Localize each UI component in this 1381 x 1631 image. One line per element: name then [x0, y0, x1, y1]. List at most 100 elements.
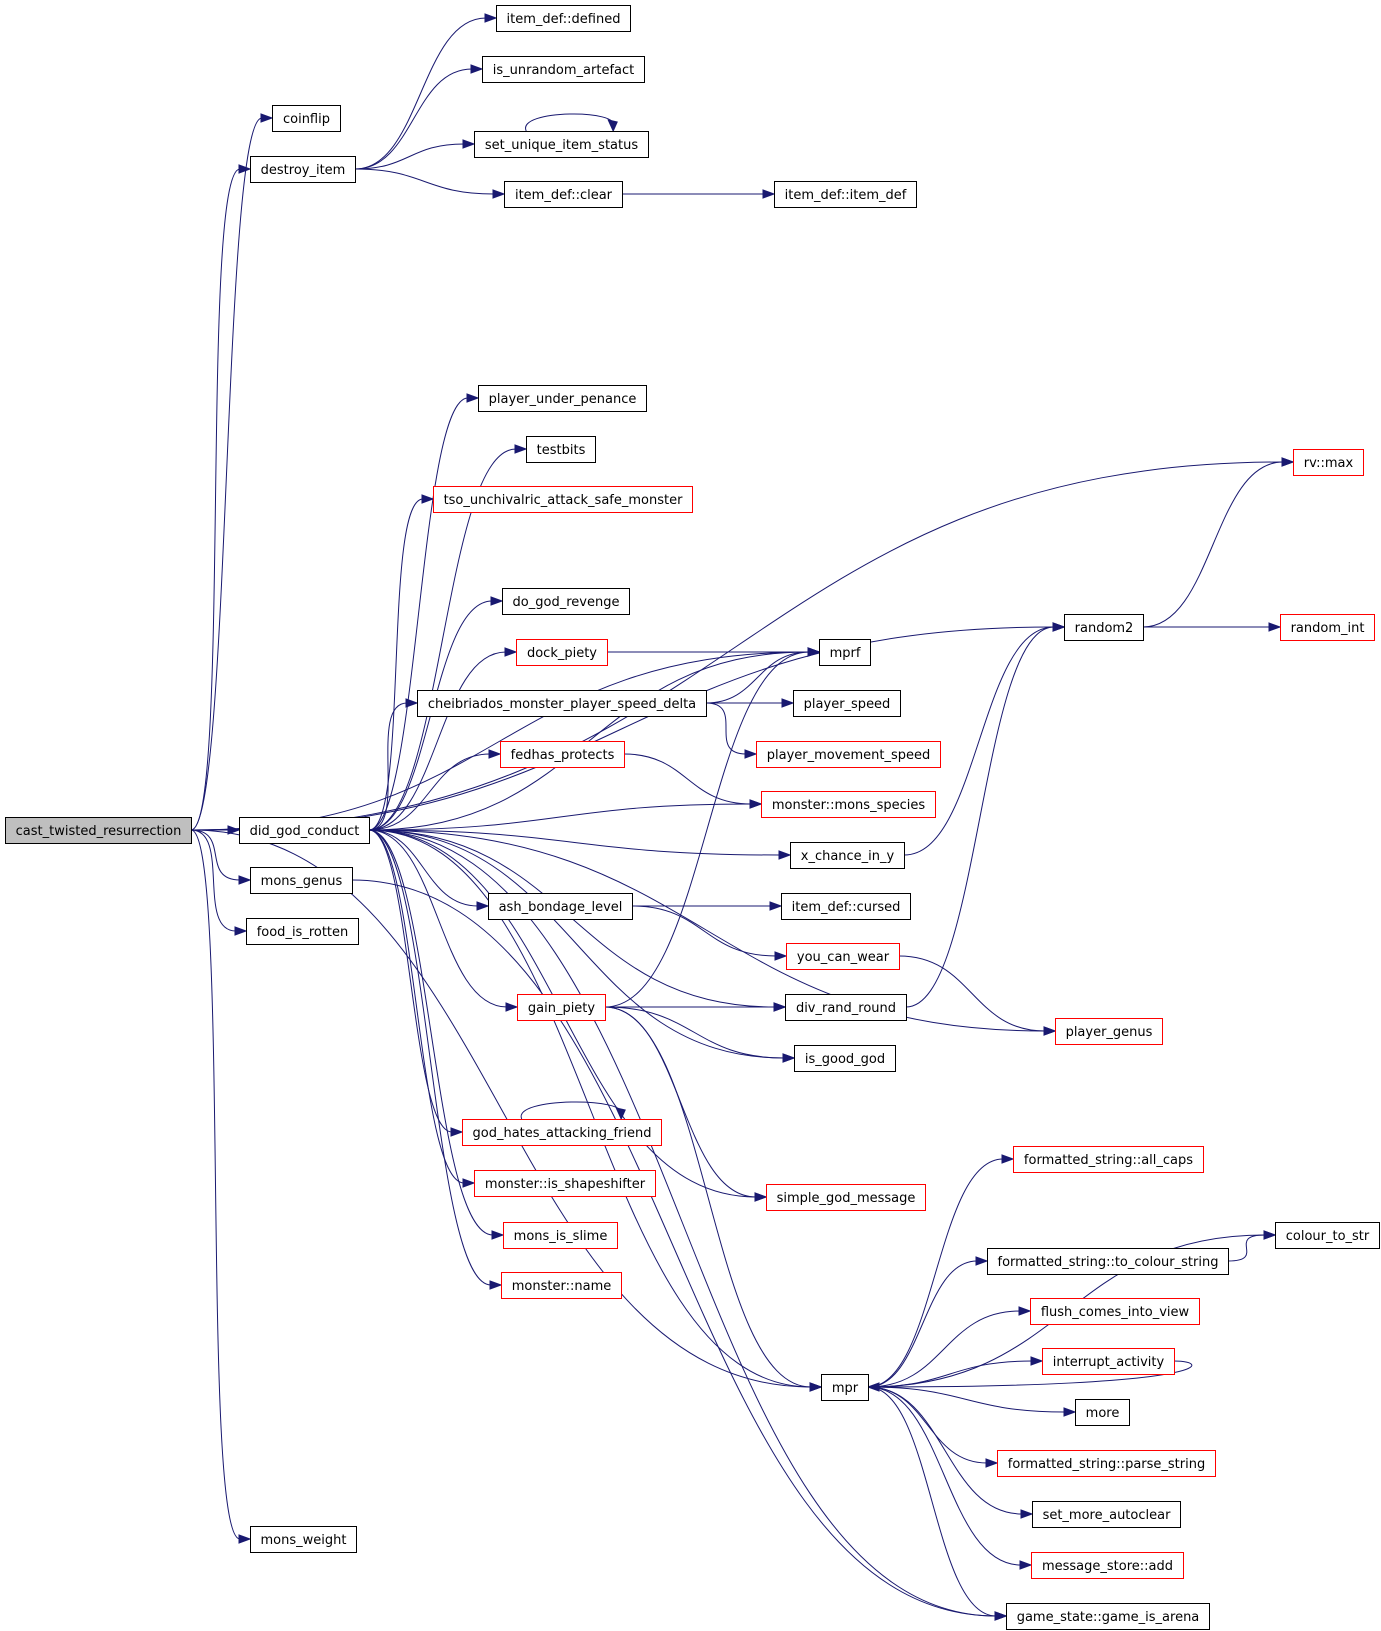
- node-item-def-clear[interactable]: item_def::clear: [504, 181, 623, 208]
- node-item-def-cursed[interactable]: item_def::cursed: [781, 893, 911, 920]
- node-colour-to-str[interactable]: colour_to_str: [1275, 1222, 1380, 1249]
- node-box[interactable]: [500, 741, 625, 768]
- node-box[interactable]: [478, 385, 647, 412]
- node-cheibriados[interactable]: cheibriados_monster_player_speed_delta: [417, 690, 707, 717]
- node-box[interactable]: [433, 486, 693, 513]
- node-tso-unchivalric[interactable]: tso_unchivalric_attack_safe_monster: [433, 486, 693, 513]
- node-fedhas-protects[interactable]: fedhas_protects: [500, 741, 625, 768]
- node-box[interactable]: [761, 791, 936, 818]
- node-box[interactable]: [504, 181, 623, 208]
- node-box[interactable]: [781, 893, 911, 920]
- node-box[interactable]: [997, 1450, 1216, 1477]
- node-cast-twisted-resurrection[interactable]: cast_twisted_resurrection: [5, 817, 192, 844]
- node-monster-name[interactable]: monster::name: [501, 1272, 622, 1299]
- node-box[interactable]: [1013, 1146, 1204, 1173]
- node-box[interactable]: [517, 994, 606, 1021]
- node-box[interactable]: [1275, 1222, 1380, 1249]
- node-box[interactable]: [526, 436, 596, 463]
- node-coinflip[interactable]: coinflip: [272, 105, 341, 132]
- node-box[interactable]: [250, 1526, 357, 1553]
- node-box[interactable]: [1075, 1399, 1130, 1426]
- node-box[interactable]: [1042, 1348, 1175, 1375]
- node-box[interactable]: [819, 639, 871, 666]
- node-game-is-arena[interactable]: game_state::game_is_arena: [1006, 1603, 1210, 1630]
- node-gain-piety[interactable]: gain_piety: [517, 994, 606, 1021]
- node-box[interactable]: [496, 5, 631, 32]
- node-box[interactable]: [1280, 614, 1375, 641]
- node-box[interactable]: [250, 867, 353, 894]
- node-box[interactable]: [474, 1170, 656, 1197]
- node-player-movement-speed[interactable]: player_movement_speed: [756, 741, 941, 768]
- node-box[interactable]: [1030, 1298, 1200, 1325]
- node-set-unique-item-status[interactable]: set_unique_item_status: [474, 131, 649, 158]
- node-mons-weight[interactable]: mons_weight: [250, 1526, 357, 1553]
- node-box[interactable]: [987, 1248, 1229, 1275]
- node-random-int[interactable]: random_int: [1280, 614, 1375, 641]
- node-player-under-penance[interactable]: player_under_penance: [478, 385, 647, 412]
- node-mpr[interactable]: mpr: [821, 1374, 869, 1401]
- node-destroy-item[interactable]: destroy_item: [250, 156, 356, 183]
- node-box[interactable]: [1032, 1501, 1181, 1528]
- node-box[interactable]: [501, 1272, 622, 1299]
- node-did-god-conduct[interactable]: did_god_conduct: [239, 817, 370, 844]
- node-div-rand-round[interactable]: div_rand_round: [785, 994, 907, 1021]
- node-random2[interactable]: random2: [1064, 614, 1144, 641]
- node-fs-all-caps[interactable]: formatted_string::all_caps: [1013, 1146, 1204, 1173]
- node-god-hates-attacking-friend[interactable]: god_hates_attacking_friend: [462, 1119, 662, 1146]
- node-box[interactable]: [417, 690, 707, 717]
- node-box[interactable]: [250, 156, 356, 183]
- node-box[interactable]: [756, 741, 941, 768]
- node-player-speed[interactable]: player_speed: [793, 690, 901, 717]
- node-box[interactable]: [502, 588, 630, 615]
- node-flush-comes-into-view[interactable]: flush_comes_into_view: [1030, 1298, 1200, 1325]
- node-box[interactable]: [766, 1184, 926, 1211]
- node-more[interactable]: more: [1075, 1399, 1130, 1426]
- node-item-def-defined[interactable]: item_def::defined: [496, 5, 631, 32]
- node-is-good-god[interactable]: is_good_god: [794, 1045, 896, 1072]
- node-box[interactable]: [5, 817, 192, 844]
- node-box[interactable]: [1031, 1552, 1184, 1579]
- node-food-is-rotten[interactable]: food_is_rotten: [246, 918, 359, 945]
- node-box[interactable]: [516, 639, 608, 666]
- node-box[interactable]: [794, 1045, 896, 1072]
- node-mprf[interactable]: mprf: [819, 639, 871, 666]
- node-fs-parse-string[interactable]: formatted_string::parse_string: [997, 1450, 1216, 1477]
- node-rv-max[interactable]: rv::max: [1293, 449, 1364, 476]
- node-is-unrandom-artefact[interactable]: is_unrandom_artefact: [482, 56, 645, 83]
- node-box[interactable]: [793, 690, 901, 717]
- node-monster-is-shapeshifter[interactable]: monster::is_shapeshifter: [474, 1170, 656, 1197]
- node-box[interactable]: [786, 943, 900, 970]
- node-testbits[interactable]: testbits: [526, 436, 596, 463]
- node-box[interactable]: [503, 1222, 618, 1249]
- node-box[interactable]: [1006, 1603, 1210, 1630]
- node-dock-piety[interactable]: dock_piety: [516, 639, 608, 666]
- node-box[interactable]: [239, 817, 370, 844]
- node-box[interactable]: [482, 56, 645, 83]
- node-box[interactable]: [790, 842, 905, 869]
- node-interrupt-activity[interactable]: interrupt_activity: [1042, 1348, 1175, 1375]
- node-x-chance-in-y[interactable]: x_chance_in_y: [790, 842, 905, 869]
- node-box[interactable]: [246, 918, 359, 945]
- node-box[interactable]: [488, 893, 633, 920]
- node-message-store-add[interactable]: message_store::add: [1031, 1552, 1184, 1579]
- node-box[interactable]: [774, 181, 917, 208]
- node-do-god-revenge[interactable]: do_god_revenge: [502, 588, 630, 615]
- node-box[interactable]: [821, 1374, 869, 1401]
- node-player-genus[interactable]: player_genus: [1055, 1018, 1163, 1045]
- node-box[interactable]: [1055, 1018, 1163, 1045]
- node-monster-mons-species[interactable]: monster::mons_species: [761, 791, 936, 818]
- node-box[interactable]: [1293, 449, 1364, 476]
- node-item-def-item-def[interactable]: item_def::item_def: [774, 181, 917, 208]
- node-mons-genus[interactable]: mons_genus: [250, 867, 353, 894]
- node-box[interactable]: [462, 1119, 662, 1146]
- node-simple-god-message[interactable]: simple_god_message: [766, 1184, 926, 1211]
- node-box[interactable]: [785, 994, 907, 1021]
- node-ash-bondage-level[interactable]: ash_bondage_level: [488, 893, 633, 920]
- node-box[interactable]: [272, 105, 341, 132]
- node-set-more-autoclear[interactable]: set_more_autoclear: [1032, 1501, 1181, 1528]
- node-box[interactable]: [474, 131, 649, 158]
- node-you-can-wear[interactable]: you_can_wear: [786, 943, 900, 970]
- node-box[interactable]: [1064, 614, 1144, 641]
- node-mons-is-slime[interactable]: mons_is_slime: [503, 1222, 618, 1249]
- node-fs-to-colour-string[interactable]: formatted_string::to_colour_string: [987, 1248, 1229, 1275]
